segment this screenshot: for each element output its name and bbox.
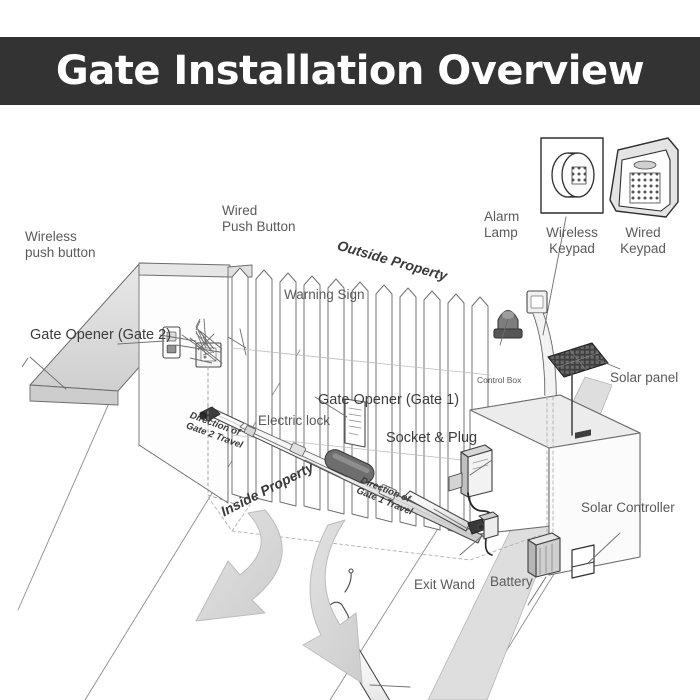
label-exit-wand: Exit Wand: [414, 577, 476, 592]
label-wired-keypad-line1: Wired: [625, 225, 661, 240]
label-battery: Battery: [490, 574, 533, 589]
header-bar: Gate Installation Overview: [0, 37, 700, 105]
label-wired-push-button-line2: Push Button: [222, 219, 296, 234]
label-electric-lock: Electric lock: [258, 413, 331, 428]
label-solar-controller: Solar Controller: [581, 500, 675, 515]
label-wireless-push-button-line1: Wireless: [25, 229, 77, 244]
label-warning-sign: Warning Sign: [284, 287, 365, 302]
label-gate-opener-gate-1: Gate Opener (Gate 1): [318, 392, 460, 408]
diagram-artwork: [17, 137, 679, 700]
label-wired-push-button-line1: Wired: [222, 203, 258, 218]
label-alarm-lamp-line1: Alarm: [484, 209, 520, 224]
label-socket-and-plug: Socket & Plug: [386, 430, 478, 446]
page-title: Gate Installation Overview: [55, 48, 645, 94]
label-solar-panel: Solar panel: [610, 370, 679, 385]
label-wireless-keypad-line2: Keypad: [549, 241, 595, 256]
label-control-box: Control Box: [477, 375, 522, 385]
label-alarm-lamp-line2: Lamp: [484, 225, 518, 240]
installation-diagram: Wireless push button Wired Push Button A…: [0, 105, 700, 700]
label-gate-opener-gate-2: Gate Opener (Gate 2): [30, 327, 172, 343]
label-wireless-push-button-line2: push button: [25, 245, 96, 260]
label-wireless-keypad-line1: Wireless: [546, 225, 598, 240]
label-wired-keypad-line2: Keypad: [620, 241, 666, 256]
